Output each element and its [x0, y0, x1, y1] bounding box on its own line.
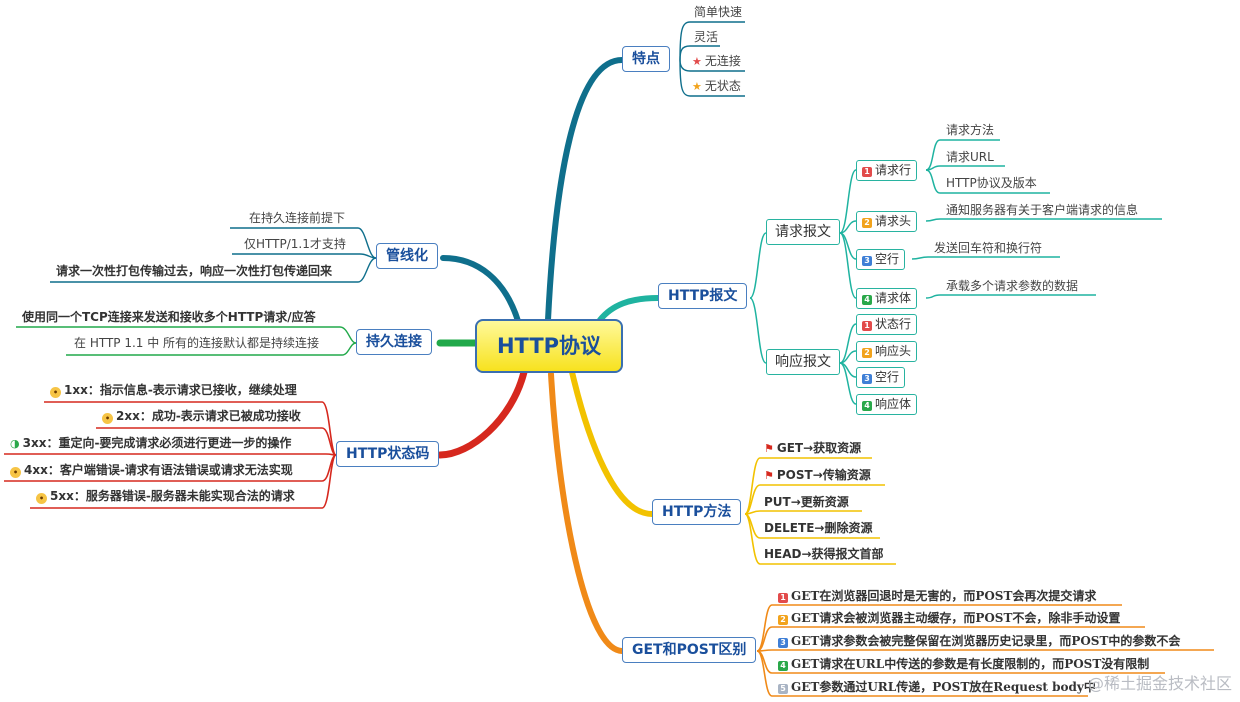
root-node[interactable]: HTTP协议	[475, 319, 623, 373]
request-message-node[interactable]: 请求报文	[766, 219, 840, 245]
branch-getpost	[548, 371, 625, 654]
getpost-node[interactable]: GET和POST区别	[622, 637, 757, 663]
method-head: HEAD→获得报文首部	[764, 547, 884, 561]
branch-message	[597, 295, 661, 323]
flag-icon: ⚑	[764, 469, 774, 482]
status-node[interactable]: HTTP状态码	[336, 441, 440, 467]
features-node[interactable]: 特点	[622, 46, 670, 72]
flag-icon: ⚑	[764, 442, 774, 455]
method-put: PUT→更新资源	[764, 495, 849, 509]
message-node[interactable]: HTTP报文	[658, 283, 748, 309]
method-delete: DELETE→删除资源	[764, 521, 873, 535]
pipeline-item-1: 在持久连接前提下	[249, 211, 346, 225]
pipeline-node[interactable]: 管线化	[376, 243, 438, 269]
status-item-4xx: •4xx：客户端错误-请求有语法错误或请求无法实现	[10, 464, 293, 478]
branch-status	[436, 368, 528, 459]
sad-icon: •	[36, 493, 47, 504]
response-message-node[interactable]: 响应报文	[766, 349, 840, 375]
happy-icon: •	[102, 413, 113, 424]
features-item-4: ★无状态	[692, 79, 741, 93]
pipeline-item-3: 请求一次性打包传输过去，响应一次性打包传递回来	[56, 264, 333, 278]
method-get: ⚑GET→获取资源	[764, 441, 862, 455]
persistent-node[interactable]: 持久连接	[356, 329, 432, 355]
status-item-2xx: •2xx：成功-表示请求已被成功接收	[102, 410, 301, 424]
methods-node[interactable]: HTTP方法	[652, 499, 742, 525]
orange-star-icon: ★	[692, 80, 702, 93]
smile-icon: •	[50, 387, 61, 398]
features-item-2: 灵活	[694, 30, 719, 44]
status-item-3xx: ◑3xx：重定向-要完成请求必须进行更进一步的操作	[10, 436, 292, 450]
status-item-1xx: •1xx：指示信息-表示请求已接收，继续处理	[50, 384, 297, 398]
request-line-method: 请求方法	[946, 123, 995, 137]
features-item-1: 简单快速	[694, 5, 743, 19]
half-circle-icon: ◑	[10, 437, 20, 450]
branch-features	[545, 57, 625, 323]
request-blank-desc: 发送回车符和换行符	[934, 241, 1043, 255]
request-header-desc: 通知服务器有关于客户端请求的信息	[946, 203, 1139, 217]
request-line-version: HTTP协议及版本	[946, 176, 1037, 190]
red-star-icon: ★	[692, 55, 702, 68]
request-line-url: 请求URL	[946, 150, 994, 164]
neutral-icon: •	[10, 467, 21, 478]
branch-pipeline	[440, 255, 521, 324]
method-post: ⚑POST→传输资源	[764, 468, 871, 482]
request-body-desc: 承载多个请求参数的数据	[946, 279, 1079, 293]
persistent-item-1: 使用同一个TCP连接来发送和接收多个HTTP请求/应答	[22, 310, 316, 324]
pipeline-item-2: 仅HTTP/1.1才支持	[244, 237, 346, 251]
features-item-3: ★无连接	[692, 54, 741, 68]
watermark: @稀土掘金技术社区	[1087, 674, 1232, 693]
persistent-item-2: 在 HTTP 1.1 中 所有的连接默认都是持续连接	[74, 336, 320, 350]
status-item-5xx: •5xx：服务器错误-服务器未能实现合法的请求	[36, 490, 295, 504]
branch-methods	[569, 369, 655, 517]
